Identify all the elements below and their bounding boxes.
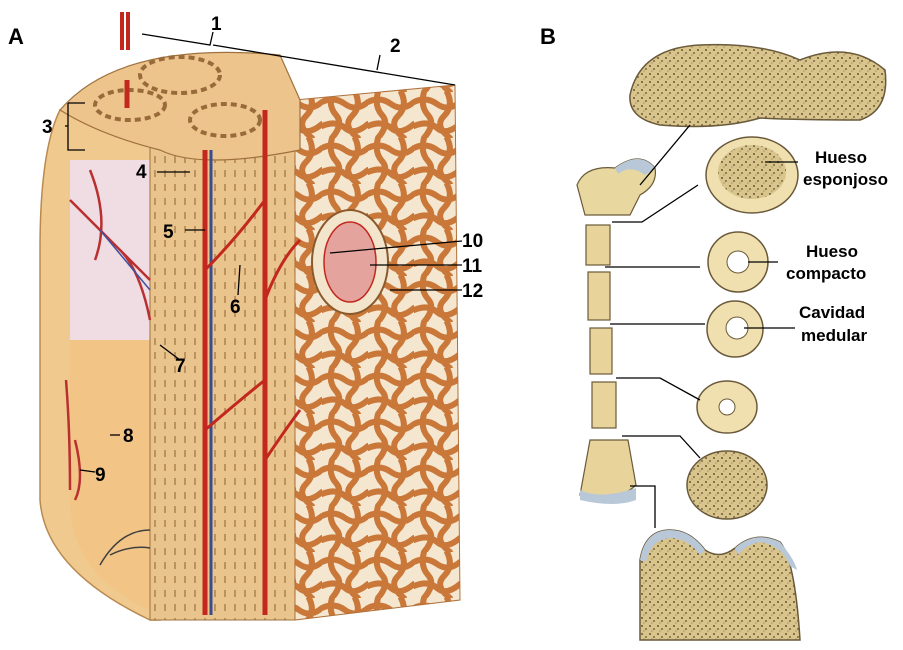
shaft-segment-4 — [592, 382, 616, 428]
bone-block-illustration — [40, 12, 460, 620]
label-hueso-compacto-1: Hueso — [806, 242, 858, 261]
label-2: 2 — [390, 36, 401, 57]
shaft-segment-1 — [586, 225, 610, 265]
label-5: 5 — [163, 222, 174, 243]
label-12: 12 — [462, 281, 483, 302]
trabecula-inner — [324, 222, 376, 302]
label-8: 8 — [123, 426, 134, 447]
panel-a-letter: A — [8, 24, 24, 49]
label-cavidad-medular-1: Cavidad — [799, 303, 865, 322]
label-6: 6 — [230, 297, 241, 318]
vessel-top-1 — [122, 12, 128, 50]
panel-b-letter: B — [540, 24, 556, 49]
shaft-segment-3 — [590, 328, 612, 374]
spongy-bone-region — [295, 85, 460, 620]
label-hueso-esponjoso-2: esponjoso — [803, 170, 888, 189]
label-9: 9 — [95, 465, 106, 486]
section-distal-2 — [687, 451, 767, 519]
label-7: 7 — [175, 356, 186, 377]
label-11: 11 — [462, 256, 483, 277]
label-4: 4 — [136, 162, 147, 183]
periosteum-inner-layer — [70, 160, 150, 340]
proximal-epiphysis-section — [630, 45, 886, 127]
label-cavidad-medular-2: medular — [801, 326, 868, 345]
section-spongy-core — [718, 145, 786, 199]
label-3: 3 — [42, 117, 53, 138]
label-hueso-compacto-2: compacto — [786, 264, 866, 283]
compact-bone-column — [150, 140, 295, 620]
section-distal-1-cavity — [719, 399, 735, 415]
label-1: 1 — [211, 14, 222, 35]
label-hueso-esponjoso-1: Hueso — [815, 148, 867, 167]
label-10: 10 — [462, 231, 483, 252]
shaft-segment-2 — [588, 272, 610, 320]
section-compact-1-cavity — [727, 251, 749, 273]
distal-end-side — [580, 440, 636, 498]
